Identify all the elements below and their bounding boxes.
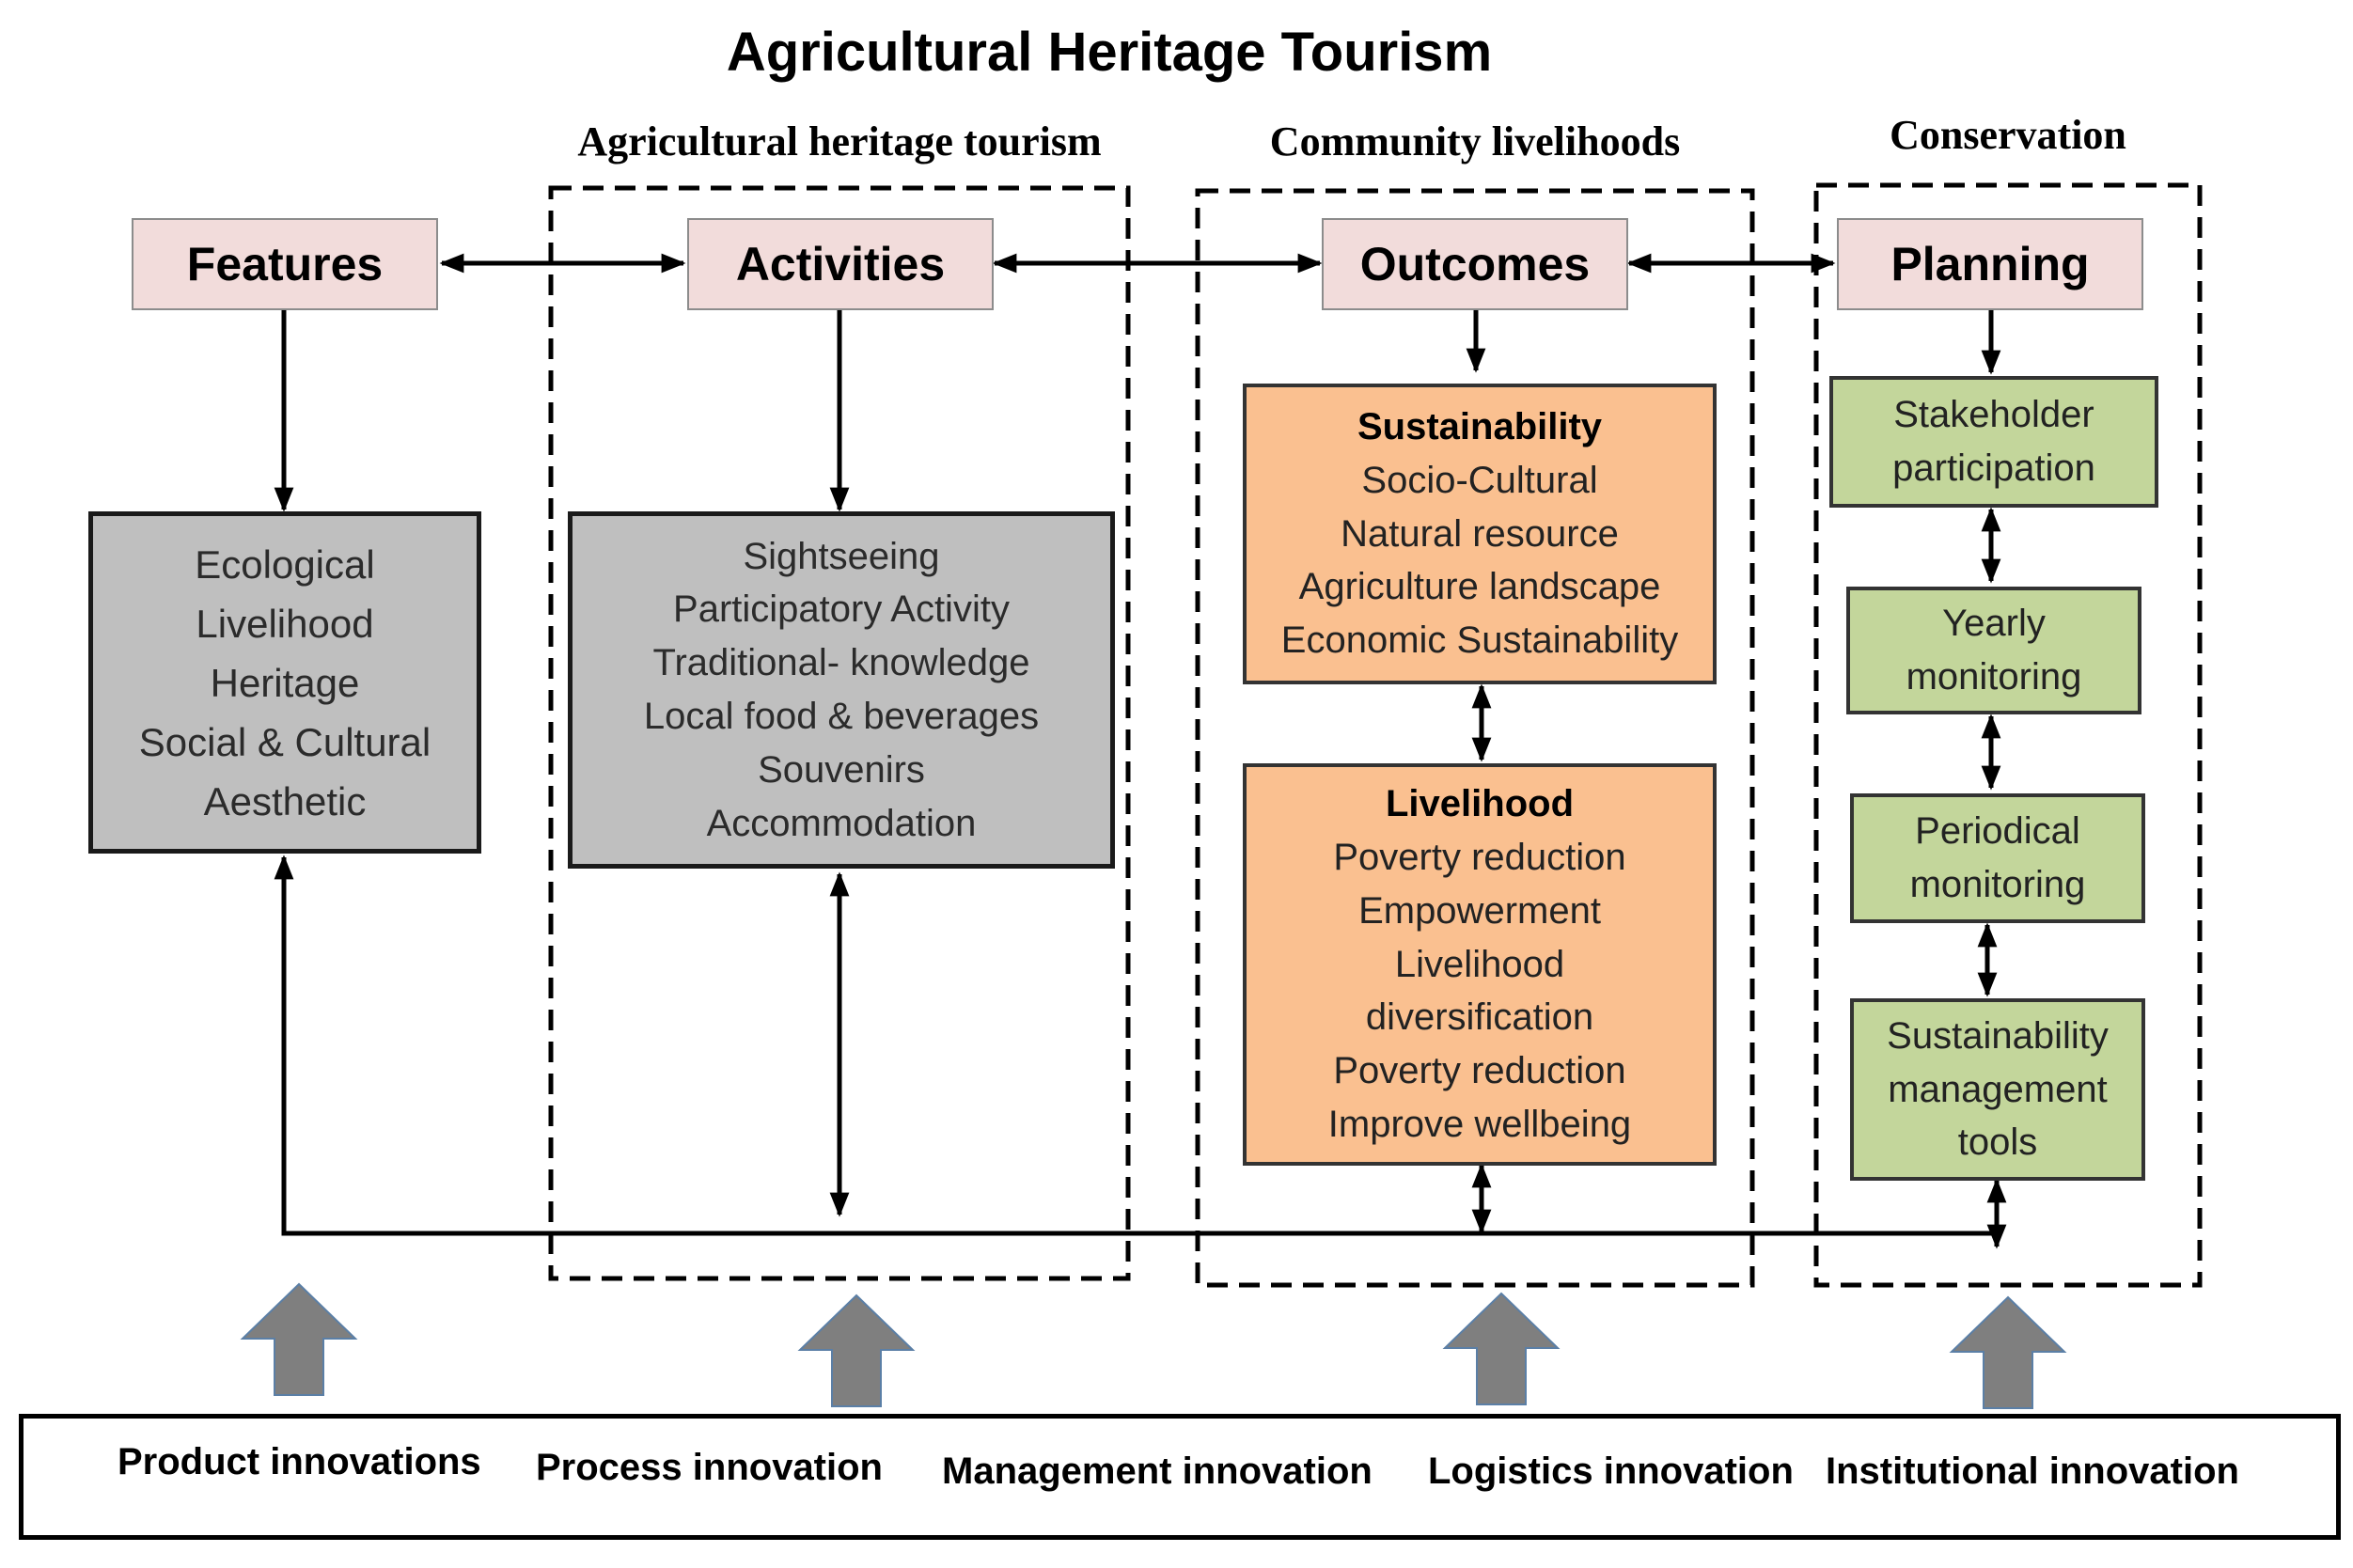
big-up-arrow-institutional (1949, 1295, 2067, 1409)
header-features: Features (132, 218, 438, 310)
big-up-arrow-management (1442, 1292, 1561, 1405)
planning-step-text: Yearly (1942, 603, 2046, 645)
planning-step-text: participation (1892, 447, 2095, 489)
livelihood-item: diversification (1365, 996, 1594, 1039)
livelihood-heading: Livelihood (1386, 783, 1574, 825)
diagram-title: Agricultural Heritage Tourism (726, 22, 1493, 83)
planning-step-periodical: Periodical monitoring (1850, 793, 2145, 923)
innovation-bar: Product innovations Process innovation M… (19, 1414, 2341, 1540)
planning-step-text: Periodical (1915, 810, 2080, 853)
group-frame-tourism (548, 185, 1131, 1281)
planning-step-text: monitoring (1909, 864, 2086, 905)
sustainability-item: Agriculture landscape (1298, 566, 1661, 608)
innovation-product: Product innovations (118, 1441, 481, 1482)
innovation-institutional: Institutional innovation (1826, 1450, 2239, 1492)
sustainability-item: Natural resource (1341, 512, 1619, 555)
features-item: Aesthetic (203, 778, 367, 823)
features-item: Ecological (195, 541, 375, 587)
planning-step-text: tools (1957, 1121, 2038, 1164)
sustainability-heading: Sustainability (1357, 406, 1603, 447)
planning-step-text: management (1888, 1068, 2108, 1110)
group-frame-livelihoods (1195, 188, 1755, 1288)
activities-item: Accommodation (706, 802, 977, 844)
livelihood-item: Empowerment (1358, 889, 1601, 932)
features-item: Livelihood (196, 601, 374, 646)
activities-item: Sightseeing (743, 535, 940, 577)
group-frame-conservation (1813, 182, 2203, 1288)
group-label-tourism: Agricultural heritage tourism (577, 118, 1102, 165)
big-up-arrow-process (797, 1294, 916, 1407)
sustainability-box: Sustainability Socio-Cultural Natural re… (1243, 384, 1717, 684)
planning-step-stakeholder: Stakeholder participation (1829, 376, 2158, 508)
innovation-management: Management innovation (942, 1450, 1373, 1492)
planning-step-text: monitoring (1906, 656, 2082, 698)
livelihood-item: Improve wellbeing (1327, 1103, 1632, 1145)
sustainability-item: Socio-Cultural (1361, 459, 1598, 501)
planning-step-text: Sustainability (1887, 1014, 2109, 1057)
big-up-arrow-product (240, 1282, 358, 1396)
planning-step-tools: Sustainability management tools (1850, 998, 2145, 1181)
activities-item: Participatory Activity (673, 588, 1010, 631)
planning-step-yearly: Yearly monitoring (1846, 587, 2141, 714)
activities-item: Local food & beverages (643, 696, 1040, 737)
header-planning: Planning (1837, 218, 2143, 310)
livelihood-item: Poverty reduction (1333, 837, 1626, 878)
livelihood-item: Livelihood (1394, 943, 1565, 985)
header-activities: Activities (687, 218, 994, 310)
group-label-livelihoods: Community livelihoods (1269, 118, 1681, 165)
planning-step-text: Stakeholder (1893, 394, 2094, 436)
livelihood-box: Livelihood Poverty reduction Empowerment… (1243, 763, 1717, 1166)
group-label-conservation: Conservation (1890, 112, 2126, 158)
activities-item: Traditional- knowledge (652, 642, 1030, 684)
activities-item: Souvenirs (758, 748, 925, 791)
feedback-line (274, 855, 1997, 1236)
header-outcomes: Outcomes (1322, 218, 1628, 310)
innovation-process: Process innovation (536, 1447, 883, 1488)
innovation-logistics: Logistics innovation (1428, 1450, 1794, 1492)
features-item: Social & Cultural (138, 719, 431, 764)
activities-box: Sightseeing Participatory Activity Tradi… (568, 511, 1115, 869)
features-item: Heritage (210, 660, 360, 705)
livelihood-item: Poverty reduction (1333, 1050, 1626, 1092)
sustainability-item: Economic Sustainability (1280, 619, 1679, 662)
features-box: Ecological Livelihood Heritage Social & … (88, 511, 481, 854)
